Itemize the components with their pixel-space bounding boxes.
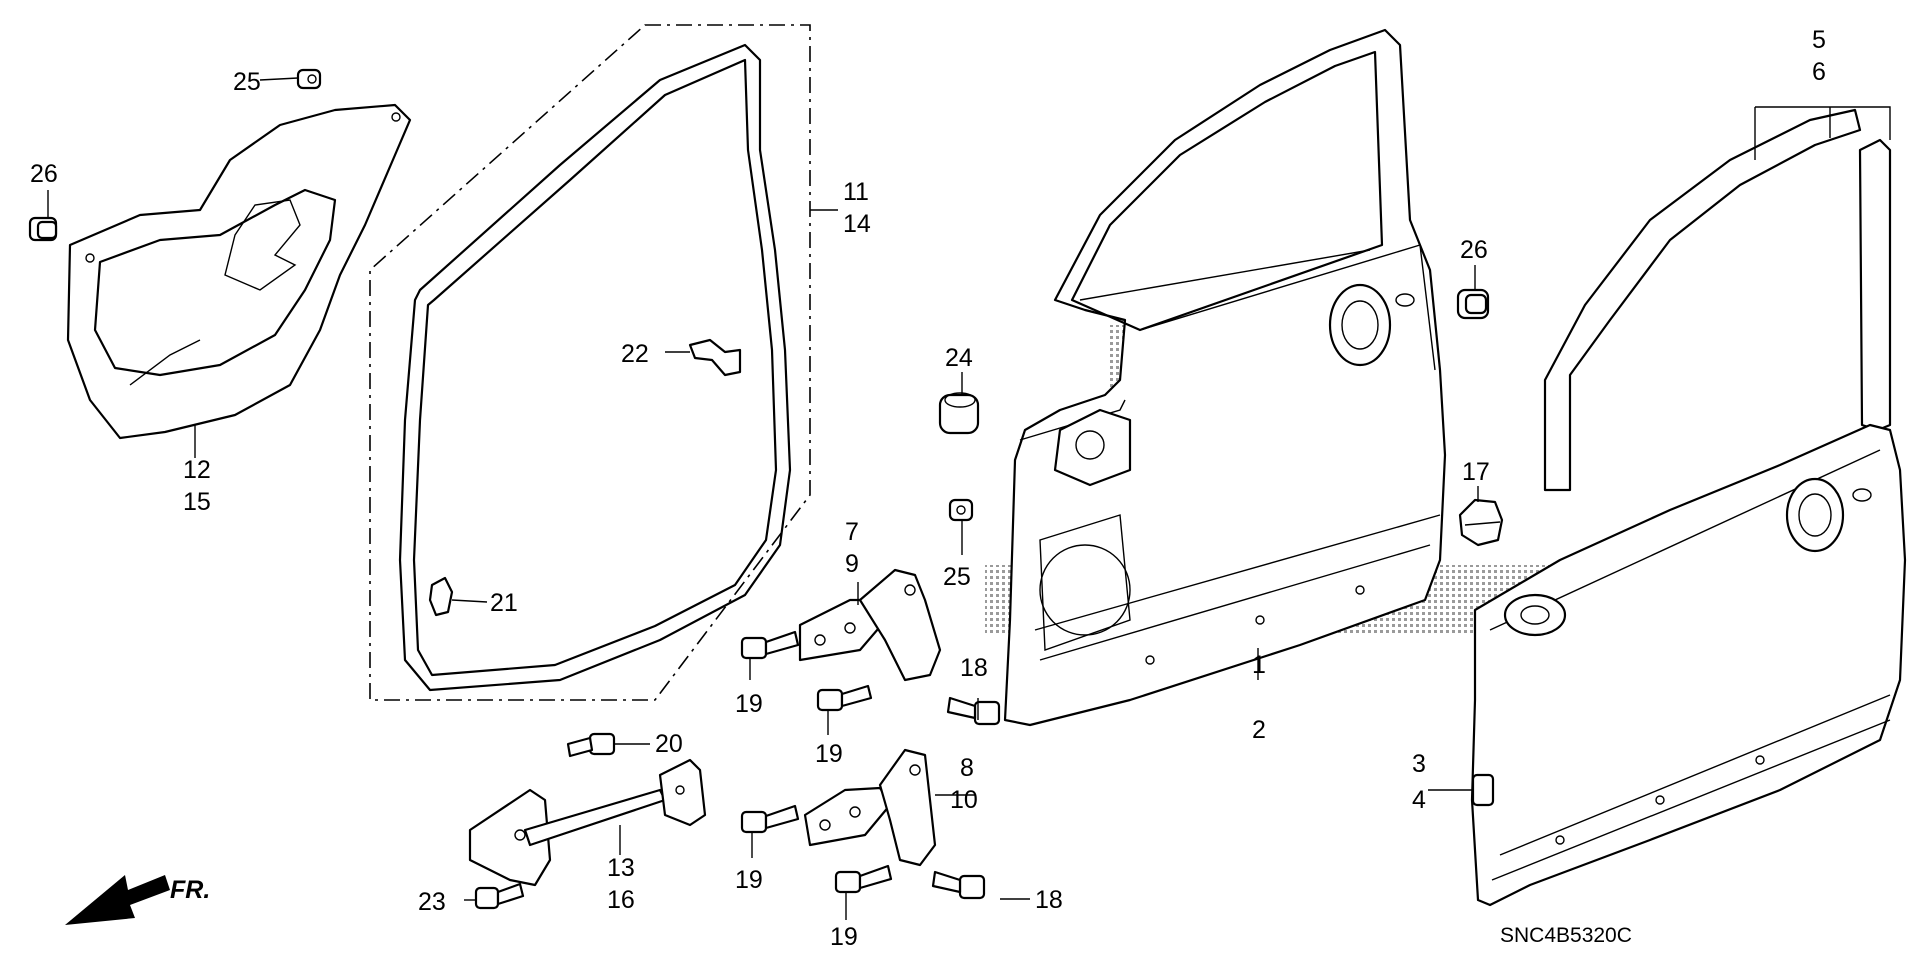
clip-22	[688, 338, 742, 377]
part-label-4: 4	[1412, 786, 1426, 814]
part-label-14: 14	[843, 210, 871, 238]
weatherstrip-callout-frame	[369, 24, 811, 701]
part-label-2: 2	[1252, 716, 1266, 744]
bolt-20	[566, 732, 616, 758]
part-label-20: 20	[655, 730, 683, 758]
nut-25-middle	[948, 498, 974, 522]
bolt-19-d	[834, 864, 893, 894]
part-label-21: 21	[490, 589, 518, 617]
part-label-17: 17	[1462, 458, 1490, 486]
part-label-10: 10	[950, 786, 978, 814]
part-label-26b: 26	[1460, 236, 1488, 264]
bolt-19-c	[740, 804, 800, 834]
bolt-19-a	[740, 630, 800, 660]
part-label-25a: 25	[233, 68, 261, 96]
part-label-3: 3	[1412, 750, 1426, 778]
bolt-23	[474, 882, 525, 910]
window-molding	[1543, 108, 1892, 492]
bolt-18-b	[931, 870, 986, 900]
part-label-9: 9	[845, 550, 859, 578]
front-direction-arrow: FR.	[65, 875, 210, 925]
direction-label: FR.	[170, 876, 210, 904]
nut-25-top	[296, 68, 322, 90]
part-label-24: 24	[945, 344, 973, 372]
clip-21	[428, 576, 454, 617]
bolt-19-b	[816, 684, 873, 712]
part-label-6: 6	[1812, 58, 1826, 86]
door-outer-skin	[1470, 423, 1907, 907]
nut-26-right	[1456, 288, 1490, 320]
part-label-8: 8	[960, 754, 974, 782]
part-label-15: 15	[183, 488, 211, 516]
part-label-22: 22	[621, 340, 649, 368]
plug-17	[1458, 498, 1504, 547]
part-label-19a: 19	[735, 690, 763, 718]
lower-hinge	[803, 748, 937, 867]
part-label-12: 12	[183, 456, 211, 484]
door-insulator-panel	[66, 103, 412, 440]
part-label-25b: 25	[943, 563, 971, 591]
part-label-18a: 18	[960, 654, 988, 682]
part-label-13: 13	[607, 854, 635, 882]
part-label-19d: 19	[830, 923, 858, 951]
door-frame	[1003, 28, 1447, 727]
part-label-19c: 19	[735, 866, 763, 894]
part-labels: 25 26 12 15 11 14 22 21 26 17 5 6 24 25 …	[30, 26, 1826, 951]
bolt-18-a	[946, 696, 1001, 726]
part-label-18b: 18	[1035, 886, 1063, 914]
door-checker	[468, 758, 707, 887]
part-label-26a: 26	[30, 160, 58, 188]
part-label-5: 5	[1812, 26, 1826, 54]
grommet-24	[938, 392, 980, 435]
diagram-code: SNC4B5320C	[1500, 924, 1632, 947]
part-label-11: 11	[843, 178, 869, 206]
upper-hinge	[798, 568, 942, 682]
part-label-7: 7	[845, 518, 859, 546]
door-weatherstrip	[398, 43, 792, 692]
part-label-1: 1	[1252, 651, 1266, 679]
part-label-19b: 19	[815, 740, 843, 768]
nut-26-left	[28, 216, 58, 242]
leader-lines	[47, 77, 1891, 920]
part-label-23: 23	[418, 888, 446, 916]
part-label-16: 16	[607, 886, 635, 914]
